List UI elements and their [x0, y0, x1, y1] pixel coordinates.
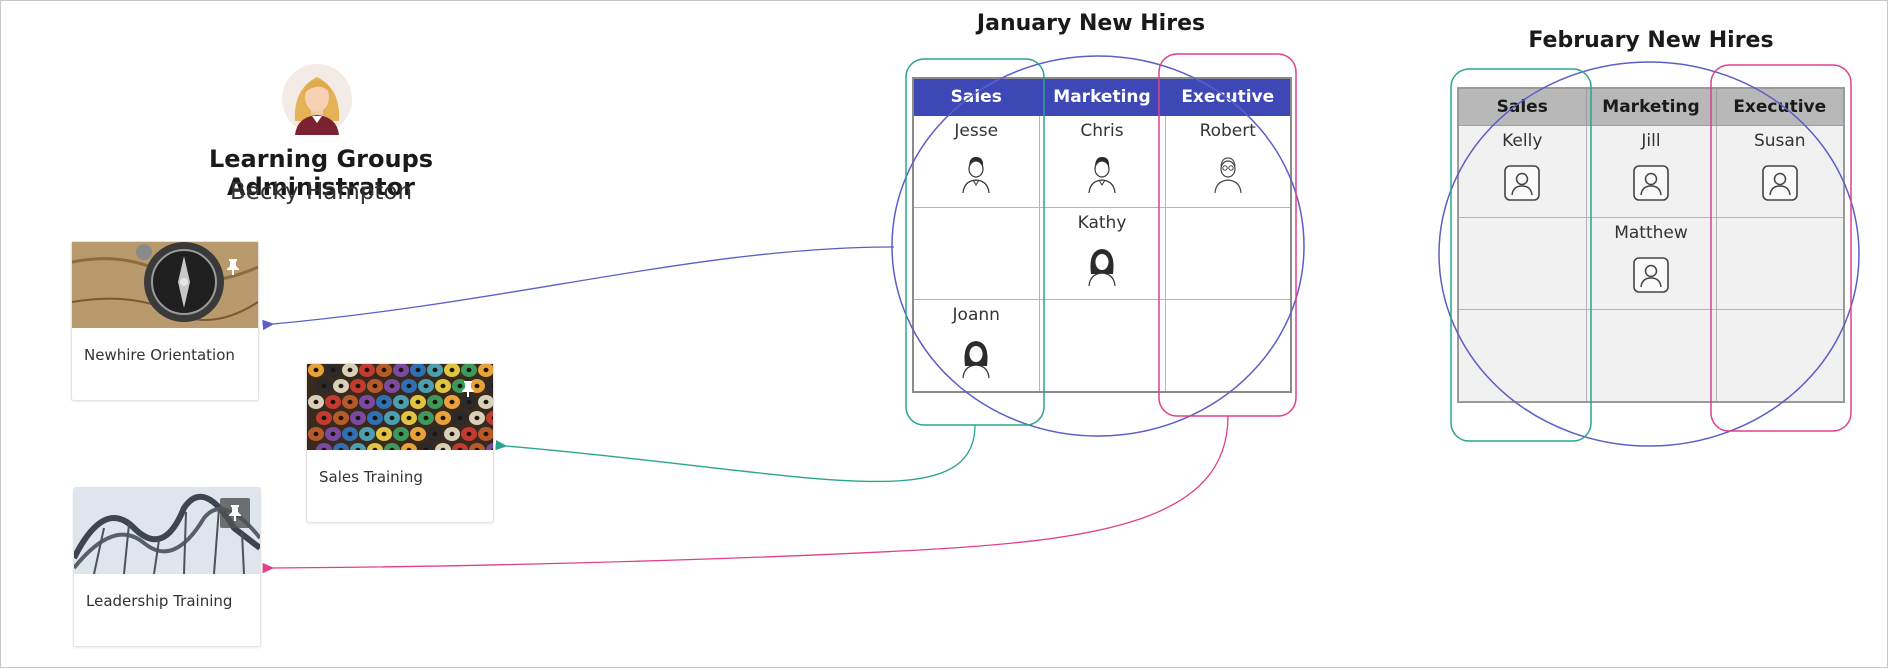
user-placeholder-icon: [1500, 160, 1544, 206]
table-cell: Matthew: [1585, 217, 1717, 310]
woman-avatar-icon: [1080, 242, 1124, 288]
person-entry[interactable]: Jesse: [914, 116, 1039, 196]
table-cell: [1164, 299, 1292, 393]
column-header-sales: Sales: [1457, 87, 1587, 126]
table-cell: [1715, 309, 1845, 403]
table-cell: Robert: [1164, 115, 1292, 208]
person-entry[interactable]: Jill: [1587, 126, 1716, 206]
table-cell: [1585, 309, 1717, 403]
person-name: Jill: [1641, 131, 1661, 151]
pin-icon[interactable]: [218, 252, 248, 282]
person-entry[interactable]: Chris: [1040, 116, 1165, 196]
person-name: Jesse: [954, 121, 999, 141]
table-row: Kathy: [912, 207, 1292, 300]
user-placeholder-icon: [1629, 160, 1673, 206]
table-row: Matthew: [1457, 217, 1845, 310]
user-placeholder-icon: [1629, 252, 1673, 298]
person-name: Susan: [1753, 131, 1806, 151]
person-entry[interactable]: Kathy: [1040, 208, 1165, 288]
table-cell: [1457, 217, 1587, 310]
table-cell: Kelly: [1457, 125, 1587, 218]
man-glasses-avatar-icon: [1206, 150, 1250, 196]
course-title: Leadership Training: [86, 592, 233, 610]
person-name: Kelly: [1502, 131, 1543, 151]
table-row: Joann: [912, 299, 1292, 393]
person-entry[interactable]: Susan: [1717, 126, 1844, 206]
column-header-executive: Executive: [1164, 77, 1292, 116]
pin-icon[interactable]: [453, 374, 483, 404]
course-title: Sales Training: [319, 468, 423, 486]
course-card-leadership-training[interactable]: Leadership Training: [73, 487, 261, 647]
table-cell: Kathy: [1038, 207, 1166, 300]
january-group-title: January New Hires: [976, 11, 1206, 36]
table-cell: Chris: [1038, 115, 1166, 208]
course-title: Newhire Orientation: [84, 346, 235, 364]
admin-role-title: Learning Groups Administrator: [208, 145, 434, 201]
person-name: Kathy: [1077, 213, 1127, 233]
table-cell: Jesse: [912, 115, 1040, 208]
course-card-newhire-orientation[interactable]: Newhire Orientation: [71, 241, 259, 401]
person-name: Matthew: [1614, 223, 1688, 243]
man-avatar-icon: [954, 150, 998, 196]
table-cell: Jill: [1585, 125, 1717, 218]
person-name: Chris: [1080, 121, 1124, 141]
admin-avatar: [281, 63, 353, 135]
person-entry[interactable]: Kelly: [1459, 126, 1586, 206]
column-header-marketing: Marketing: [1585, 87, 1717, 126]
pin-icon[interactable]: [220, 498, 250, 528]
course-card-sales-training[interactable]: Sales Training: [306, 363, 494, 523]
user-placeholder-icon: [1758, 160, 1802, 206]
february-group-title: February New Hires: [1528, 28, 1774, 53]
admin-name: Becky Hampton: [229, 179, 413, 205]
woman-avatar-icon: [954, 334, 998, 380]
table-cell: Joann: [912, 299, 1040, 393]
man-avatar-icon: [1080, 150, 1124, 196]
table-cell: Susan: [1715, 125, 1845, 218]
connector-sales-to-sales-training: [495, 424, 976, 483]
table-row: Kelly Jill Susan: [1457, 125, 1845, 218]
table-row: [1457, 309, 1845, 403]
table-row: Jesse Chris Robert: [912, 115, 1292, 208]
column-header-executive: Executive: [1715, 87, 1845, 126]
table-cell: [1164, 207, 1292, 300]
person-name: Joann: [952, 305, 1000, 325]
connector-all-to-orientation: [262, 246, 895, 331]
table-cell: [1038, 299, 1166, 393]
table-cell: [1457, 309, 1587, 403]
column-header-marketing: Marketing: [1038, 77, 1166, 116]
table-cell: [1715, 217, 1845, 310]
person-entry[interactable]: Matthew: [1587, 218, 1716, 298]
column-header-sales: Sales: [912, 77, 1040, 116]
person-entry[interactable]: Joann: [914, 300, 1039, 380]
table-cell: [912, 207, 1040, 300]
person-name: Robert: [1199, 121, 1256, 141]
person-entry[interactable]: Robert: [1166, 116, 1291, 196]
compass-thumbnail: [72, 242, 258, 328]
